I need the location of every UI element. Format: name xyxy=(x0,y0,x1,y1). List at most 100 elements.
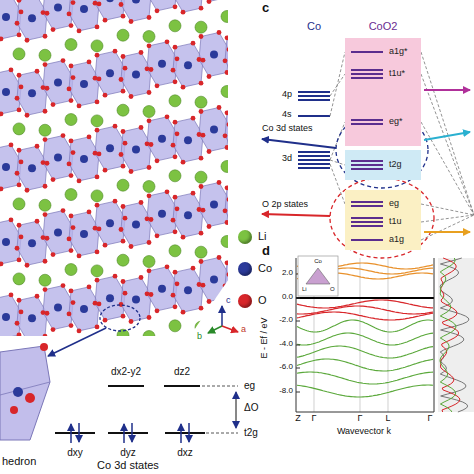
co-level xyxy=(298,151,330,153)
o-atom xyxy=(197,207,202,212)
octahedron xyxy=(95,126,125,170)
li-atom xyxy=(247,12,259,24)
co-level xyxy=(298,95,330,97)
o-atom xyxy=(67,311,72,316)
label: Wavevector k xyxy=(337,427,391,437)
label: 4s xyxy=(282,110,292,120)
o-atom xyxy=(61,208,66,213)
x-axis xyxy=(296,412,434,413)
o-atom xyxy=(61,133,66,138)
o-atom xyxy=(199,306,204,311)
li-atom xyxy=(143,31,155,43)
o-atom xyxy=(199,259,204,264)
o-atom xyxy=(95,24,100,29)
octahedron xyxy=(17,0,47,40)
octahedron xyxy=(95,276,125,320)
li-atom xyxy=(65,264,77,276)
o-atom xyxy=(69,23,74,28)
li-atom xyxy=(195,246,207,258)
o-atom xyxy=(173,4,178,9)
level-line xyxy=(351,225,383,227)
o-atom xyxy=(233,75,238,80)
label: Co xyxy=(307,20,321,32)
o-atom xyxy=(19,235,24,240)
label: -8.0 xyxy=(279,387,293,396)
gap-arrow xyxy=(236,392,237,428)
o-atom xyxy=(225,70,230,75)
o-atom xyxy=(17,73,22,78)
frame xyxy=(434,258,435,412)
co-atom xyxy=(2,163,10,171)
co-level xyxy=(298,159,330,161)
octahedron xyxy=(17,146,47,190)
co-atom xyxy=(80,230,88,238)
o-atom xyxy=(103,93,108,98)
li-atom xyxy=(117,29,129,41)
o-atom xyxy=(97,151,102,156)
level-line xyxy=(351,168,383,170)
o-atom xyxy=(95,53,100,58)
octahedron xyxy=(43,136,73,180)
o-atom xyxy=(201,208,206,213)
o-atom xyxy=(69,138,74,143)
o-atom xyxy=(43,287,48,292)
octahedron xyxy=(17,221,47,265)
o-atom xyxy=(225,110,230,115)
dashed-line xyxy=(202,386,238,387)
li-atom xyxy=(143,256,155,268)
o-atom xyxy=(35,294,40,299)
o-atom xyxy=(129,169,134,174)
o-atom xyxy=(69,288,74,293)
o-atom xyxy=(207,299,212,304)
o-atom xyxy=(233,225,238,230)
o-atom xyxy=(139,125,144,130)
octahedron xyxy=(173,118,203,162)
o-atom xyxy=(103,243,108,248)
o-atom xyxy=(41,10,46,15)
octahedron xyxy=(95,201,125,245)
spin-up xyxy=(180,424,182,443)
o-atom xyxy=(103,318,108,323)
o-atom xyxy=(87,284,92,289)
dos-curve xyxy=(440,258,460,412)
o-atom xyxy=(71,0,76,5)
o-atom xyxy=(217,30,222,35)
o-atom xyxy=(145,291,150,296)
legend-swatch xyxy=(238,230,252,244)
o-atom xyxy=(93,301,98,306)
o-atom xyxy=(67,11,72,16)
tick xyxy=(296,368,300,369)
correlation-line xyxy=(421,215,474,222)
o-atom xyxy=(19,10,24,15)
o-atom xyxy=(121,164,126,169)
o-atom xyxy=(147,193,152,198)
o-atom xyxy=(113,124,118,129)
o-atom xyxy=(71,225,76,230)
level-line xyxy=(108,385,144,387)
li-atom xyxy=(143,181,155,193)
co-atom xyxy=(54,79,62,87)
level-line xyxy=(351,123,383,125)
level-line xyxy=(351,217,383,219)
correlation-line xyxy=(421,204,474,215)
li-atom xyxy=(143,106,155,118)
co-atom xyxy=(210,50,218,58)
tick xyxy=(296,392,300,393)
octahedron xyxy=(225,34,255,78)
co-atom xyxy=(80,155,88,163)
o-atom xyxy=(191,191,196,196)
o-atom xyxy=(173,304,178,309)
co-atom xyxy=(132,71,140,79)
o-atom xyxy=(25,188,30,193)
co-atom xyxy=(54,229,62,237)
orbital-label: t1u xyxy=(389,217,402,227)
o-atom xyxy=(171,293,176,298)
li-atom xyxy=(91,40,103,52)
o-atom xyxy=(147,90,152,95)
o-atom xyxy=(155,308,160,313)
orbital-label: t2g xyxy=(389,160,402,170)
octahedron xyxy=(43,286,73,330)
label: O 2p states xyxy=(262,200,308,210)
label: a xyxy=(241,325,246,335)
o-atom xyxy=(191,266,196,271)
